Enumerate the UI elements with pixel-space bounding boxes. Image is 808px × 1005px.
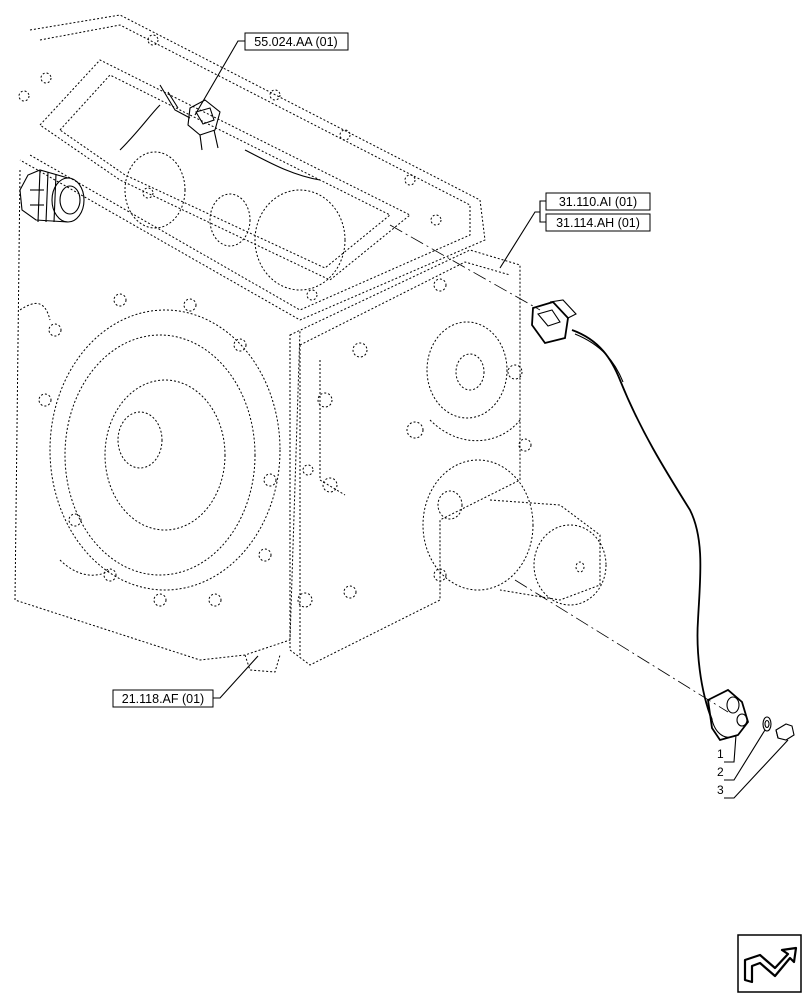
speed-sensor-assembly	[531, 299, 795, 742]
svg-text:31.110.AI (01): 31.110.AI (01)	[559, 195, 637, 209]
callout-2: 2	[717, 729, 766, 781]
bolt	[775, 723, 795, 741]
upper-harness-connectors	[119, 84, 321, 181]
round-connector	[19, 169, 85, 223]
speed-sensor-body	[707, 688, 749, 742]
assembly-centerline	[389, 224, 729, 713]
svg-text:2: 2	[717, 765, 724, 779]
reference-label-right[interactable]: 31.110.AI (01) 31.114.AH (01)	[499, 192, 651, 269]
svg-text:1: 1	[717, 747, 724, 761]
reference-label-top[interactable]: 55.024.AA (01)	[194, 32, 349, 116]
reference-label-bottom[interactable]: 21.118.AF (01)	[112, 655, 259, 708]
callout-1: 1	[717, 734, 737, 763]
svg-text:3: 3	[717, 783, 724, 797]
callout-3: 3	[717, 739, 789, 799]
washer	[762, 716, 772, 732]
svg-text:31.114.AH (01): 31.114.AH (01)	[556, 216, 640, 230]
transmission-housing	[14, 14, 607, 673]
next-page-arrow-icon[interactable]	[737, 934, 802, 993]
sensor-cable	[571, 329, 713, 721]
svg-text:55.024.AA (01): 55.024.AA (01)	[254, 35, 337, 49]
svg-text:21.118.AF (01): 21.118.AF (01)	[122, 692, 204, 706]
